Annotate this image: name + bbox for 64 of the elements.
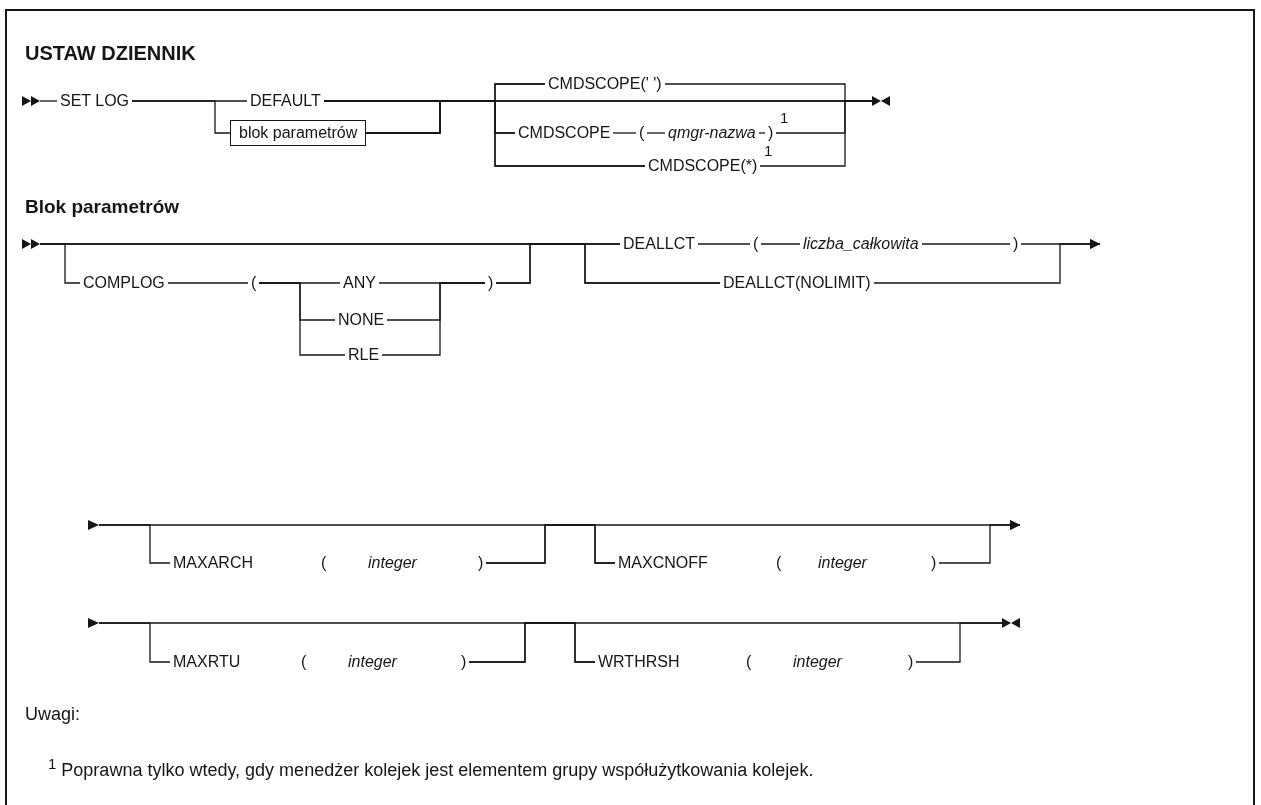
connector-line <box>760 243 801 245</box>
keyword: DEFAULT <box>247 91 324 111</box>
keyword: DEALLCT <box>620 234 699 254</box>
end-marker-icon <box>872 95 890 107</box>
connector-line <box>758 132 766 134</box>
parenthesis: ) <box>905 652 917 672</box>
parenthesis: ( <box>750 234 762 254</box>
footnote-mark: 1 <box>780 109 789 126</box>
connector-line <box>759 100 873 167</box>
end-marker-icon <box>1002 617 1020 629</box>
parenthesis: ) <box>1010 234 1022 254</box>
keyword: DEALLCT(NOLIMIT) <box>720 273 874 293</box>
keyword: MAXCNOFF <box>615 553 711 573</box>
keyword: CMDSCOPE(' ') <box>545 74 665 94</box>
parenthesis: ) <box>928 553 940 573</box>
connector-line <box>612 132 637 134</box>
continuation-marker-icon <box>88 519 99 531</box>
connector-line <box>873 239 1101 284</box>
connector-line <box>938 520 1021 564</box>
parenthesis: ) <box>765 123 777 143</box>
parenthesis: ( <box>318 553 330 573</box>
start-marker-icon <box>22 238 40 250</box>
parenthesis: ) <box>458 652 470 672</box>
connector-line <box>167 282 249 284</box>
keyword: ANY <box>340 273 379 293</box>
connector-line <box>495 243 721 284</box>
keyword: WRTHRSH <box>595 652 683 672</box>
keyword: SET LOG <box>57 91 133 111</box>
connector-line <box>131 100 231 134</box>
connector-line <box>39 100 58 102</box>
keyword: MAXRTU <box>170 652 244 672</box>
parenthesis: ) <box>485 273 497 293</box>
variable-name: liczba_całkowita <box>800 234 922 254</box>
keyword: RLE <box>345 345 383 365</box>
variable-name: integer <box>345 652 400 672</box>
parenthesis: ) <box>475 553 487 573</box>
connector-line <box>381 282 486 356</box>
connector-line <box>697 243 751 245</box>
continuation-marker-icon <box>88 617 99 629</box>
diagram-title: USTAW DZIENNIK <box>25 42 196 65</box>
variable-name: integer <box>790 652 845 672</box>
parenthesis: ( <box>773 553 785 573</box>
variable-name: qmgr-nazwa <box>665 123 759 143</box>
keyword: MAXARCH <box>170 553 256 573</box>
keyword: COMPLOG <box>80 273 168 293</box>
variable-name: integer <box>815 553 870 573</box>
keyword: CMDSCOPE <box>515 123 614 143</box>
start-marker-icon <box>22 95 40 107</box>
notes-heading: Uwagi: <box>25 704 81 725</box>
parameter-block-box: blok parametrów <box>230 120 367 146</box>
connector-line <box>646 132 666 134</box>
variable-name: integer <box>365 553 420 573</box>
footnote-text: $^{1}$ Poprawna tylko wtedy, gdy menedżer kolejek jest elementem grupy współużytkowania kolejek. <box>48 755 814 781</box>
connector-line <box>915 622 1003 663</box>
parenthesis: ( <box>248 273 260 293</box>
parenthesis: ( <box>743 652 755 672</box>
connector-line <box>258 282 346 356</box>
footnote-mark: 1 <box>764 142 773 159</box>
keyword: NONE <box>335 310 388 330</box>
parenthesis: ( <box>636 123 648 143</box>
parenthesis: ( <box>298 652 310 672</box>
keyword: CMDSCOPE(*) <box>645 156 761 176</box>
connector-line <box>921 243 1011 245</box>
section-heading: Blok parametrów <box>25 196 180 218</box>
